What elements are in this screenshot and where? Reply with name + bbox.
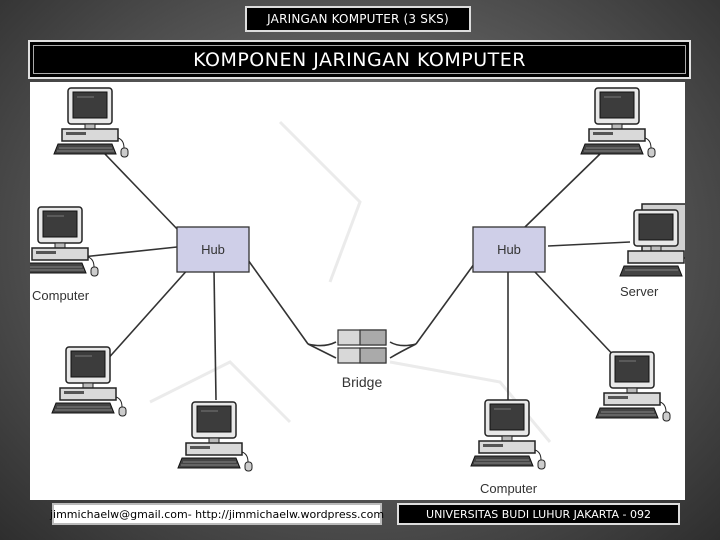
link-pc-left-hub [81,246,178,258]
hub-right-label: Hub [497,242,521,257]
slide-heading: KOMPONEN JARINGAN KOMPUTER [28,40,691,79]
computer-bottom-label: Computer [480,481,538,496]
hub-right-box [472,226,546,273]
footer-contact-text: jimmichaelw@gmail.com- http://jimmichael… [49,507,385,521]
computer-bottom-right-icon [595,351,671,422]
hub-left: Hub [176,226,250,273]
computer-left-icon [30,206,99,277]
computer-top-left-icon [53,87,129,158]
watermark [149,120,552,443]
server-icon [619,203,685,277]
hub-left-box [176,226,250,273]
link-hub-pc-bottomright [534,271,619,361]
hub-right: Hub [472,226,546,273]
footer-university: UNIVERSITAS BUDI LUHUR JAKARTA - 092 [397,503,680,525]
computer-bottom-icon [470,399,546,470]
computer-bottom-left-icon [51,346,127,417]
link-hub-bridge-left [247,259,309,345]
course-title: JARINGAN KOMPUTER (3 SKS) [245,6,471,32]
network-links [81,153,631,401]
bridge-label: Bridge [342,374,383,390]
hub-left-label: Hub [201,242,225,257]
bridge: Bridge [337,329,387,390]
computer-bottom-center-icon [177,401,253,472]
computer-top-right-icon [580,87,656,158]
link-hub-pc-topright [524,153,601,228]
link-pc-topleft-hub [104,153,181,233]
link-hub-server [547,241,631,247]
network-diagram-svg: Hub Hub Bridge Computer Server Computer [30,87,685,496]
footer-contact: jimmichaelw@gmail.com- http://jimmichael… [49,503,385,525]
link-bridge-hub-right [415,259,478,345]
computer-left-label: Computer [32,288,90,303]
link-pc-bottom-hub [213,269,217,401]
footer-university-text: UNIVERSITAS BUDI LUHUR JAKARTA - 092 [426,507,651,521]
network-diagram: Hub Hub Bridge Computer Server Computer [30,82,685,500]
server-label: Server [620,284,659,299]
link-pc-bottomleft-hub [104,266,191,363]
slide-heading-text: KOMPONEN JARINGAN KOMPUTER [33,45,686,74]
course-title-text: JARINGAN KOMPUTER (3 SKS) [267,12,449,26]
